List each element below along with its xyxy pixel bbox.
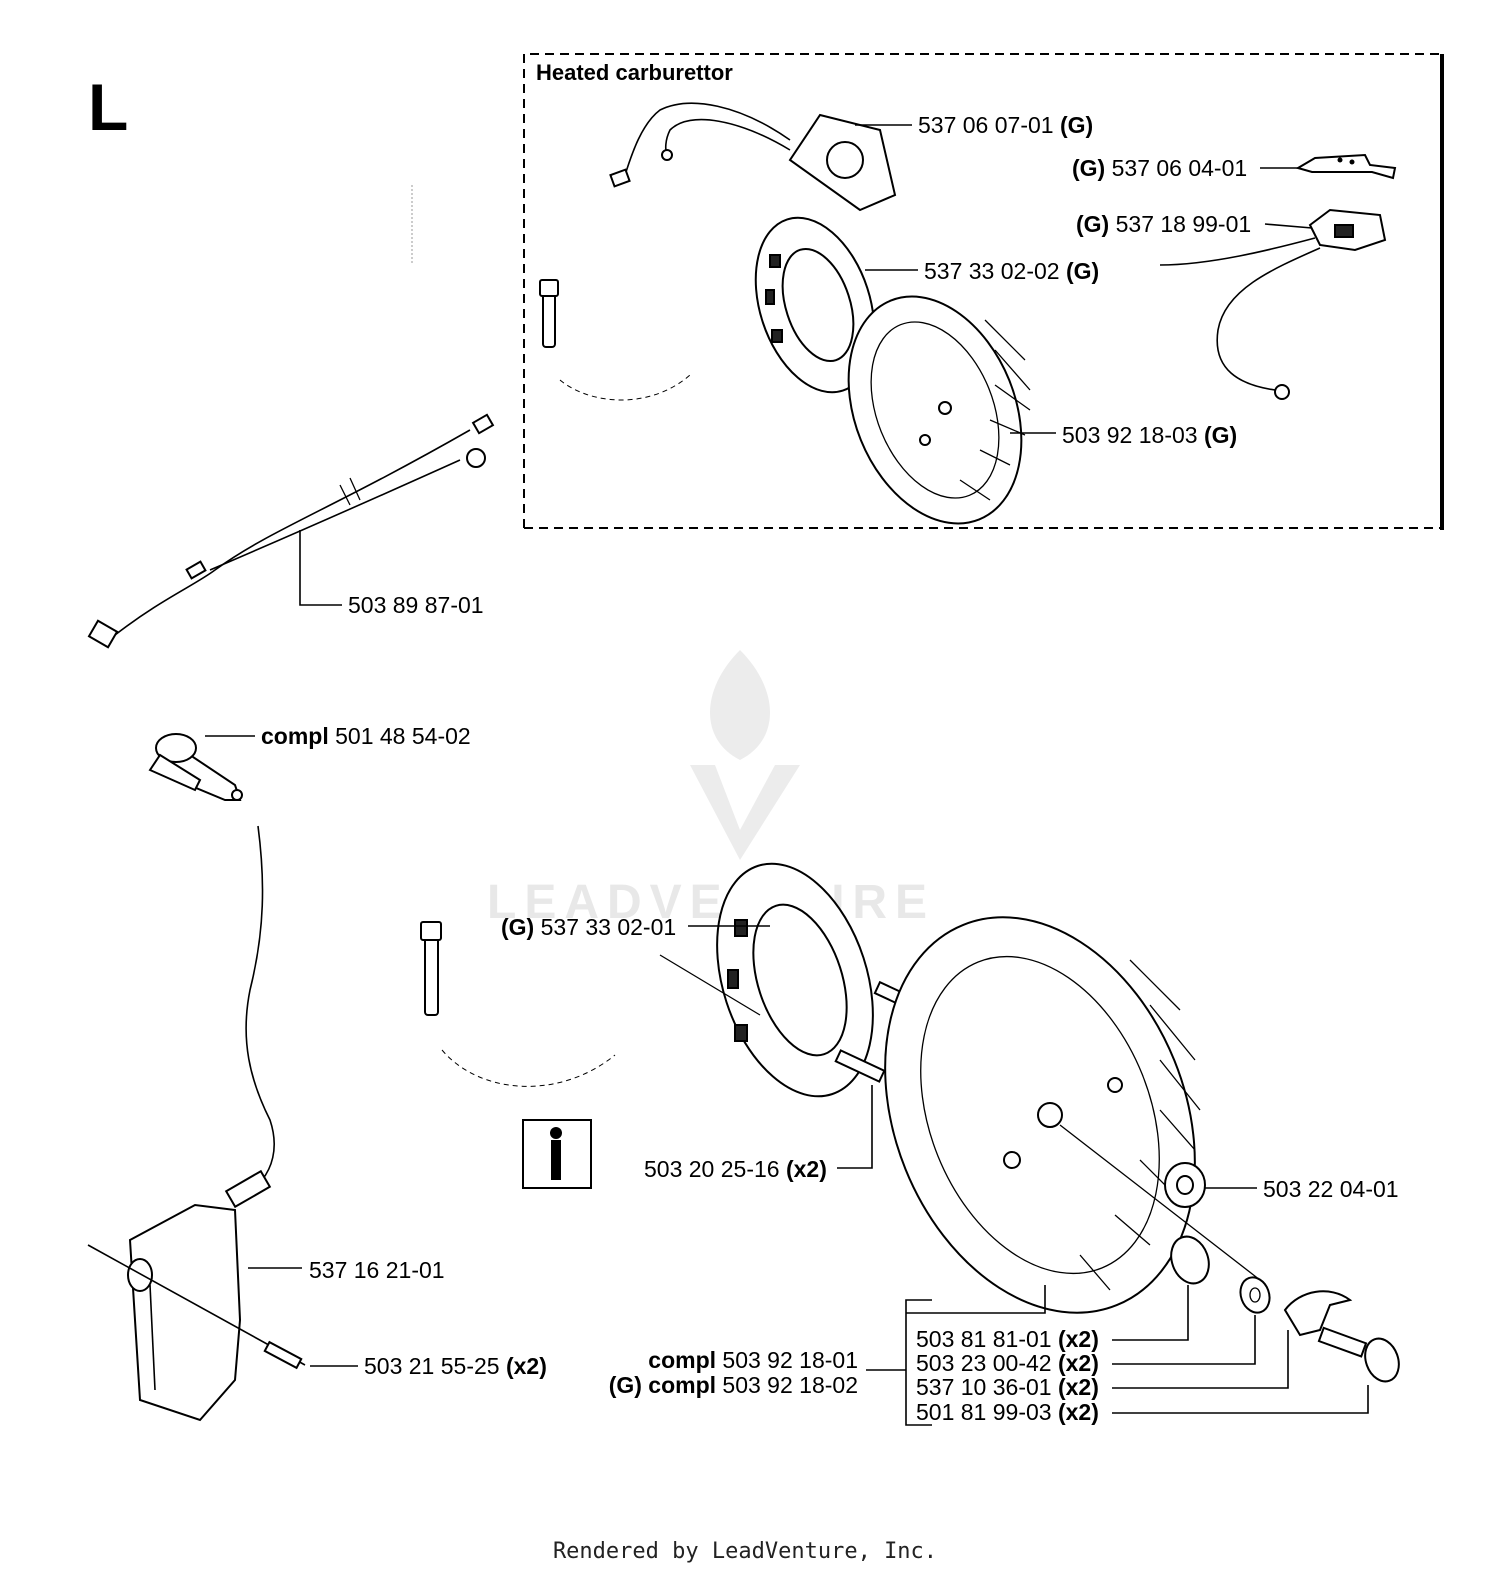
label-537-10-36-01: 537 10 36-01 (x2) [916,1374,1099,1400]
bracket-drawing [1295,153,1397,180]
inset-title: Heated carburettor [536,60,733,85]
flywheel-main-drawing [884,916,1261,1314]
label-537-33-02-01: (G) 537 33 02-01 [501,914,676,940]
small-parts-drawing [1164,1162,1400,1383]
magnet-ring-main-drawing [659,862,874,1098]
label-537-06-07-01: 537 06 07-01 (G) [918,112,1093,138]
label-537-06-04-01: (G) 537 06 04-01 [1072,155,1247,181]
label-503-21-55-25: 503 21 55-25 (x2) [364,1353,547,1379]
section-letter: L [88,70,128,144]
label-503-20-25-16: 503 20 25-16 (x2) [644,1156,827,1182]
info-icon [522,1119,592,1189]
label-503-92-18-01: compl 503 92 18-01 [648,1347,858,1373]
heated-carburettor-inset: Heated carburettor [523,53,1444,530]
label-503-22-04-01: 503 22 04-01 [1263,1176,1399,1202]
label-537-18-99-01: (G) 537 18 99-01 [1076,211,1251,237]
leader-lines [205,124,1369,1426]
wire-harness-drawing [87,413,495,649]
label-501-48-54-02: compl 501 48 54-02 [261,723,471,749]
label-501-81-99-03: 501 81 99-03 (x2) [916,1399,1099,1425]
label-503-92-18-02: (G) compl 503 92 18-02 [609,1372,858,1398]
label-503-23-00-42: 503 23 00-42 (x2) [916,1350,1099,1376]
label-537-16-21-01: 537 16 21-01 [309,1257,445,1283]
magnet-ring-inset-drawing [754,216,876,394]
thermostat-drawing [1159,208,1387,400]
ht-lead-drawing [245,825,275,1181]
pin-main-drawing [420,921,616,1087]
label-537-33-02-02: 537 33 02-02 (G) [924,258,1099,284]
label-503-89-87-01: 503 89 87-01 [348,592,484,618]
label-503-92-18-03: 503 92 18-03 (G) [1062,422,1237,448]
label-503-81-81-01: 503 81 81-01 (x2) [916,1326,1099,1352]
heater-element-drawing [609,102,897,212]
pin-inset-drawing [539,279,691,401]
ignition-module-drawing [87,1169,306,1422]
flywheel-inset-drawing [847,295,1031,525]
spark-plug-cap-drawing [148,733,243,801]
watermark-flame-icon [710,650,770,760]
watermark-v-icon [690,765,800,860]
footer-credit: Rendered by LeadVenture, Inc. [553,1539,937,1564]
watermark-text: LEADVENTURE [487,876,935,929]
watermark: LEADVENTURE [487,650,935,929]
